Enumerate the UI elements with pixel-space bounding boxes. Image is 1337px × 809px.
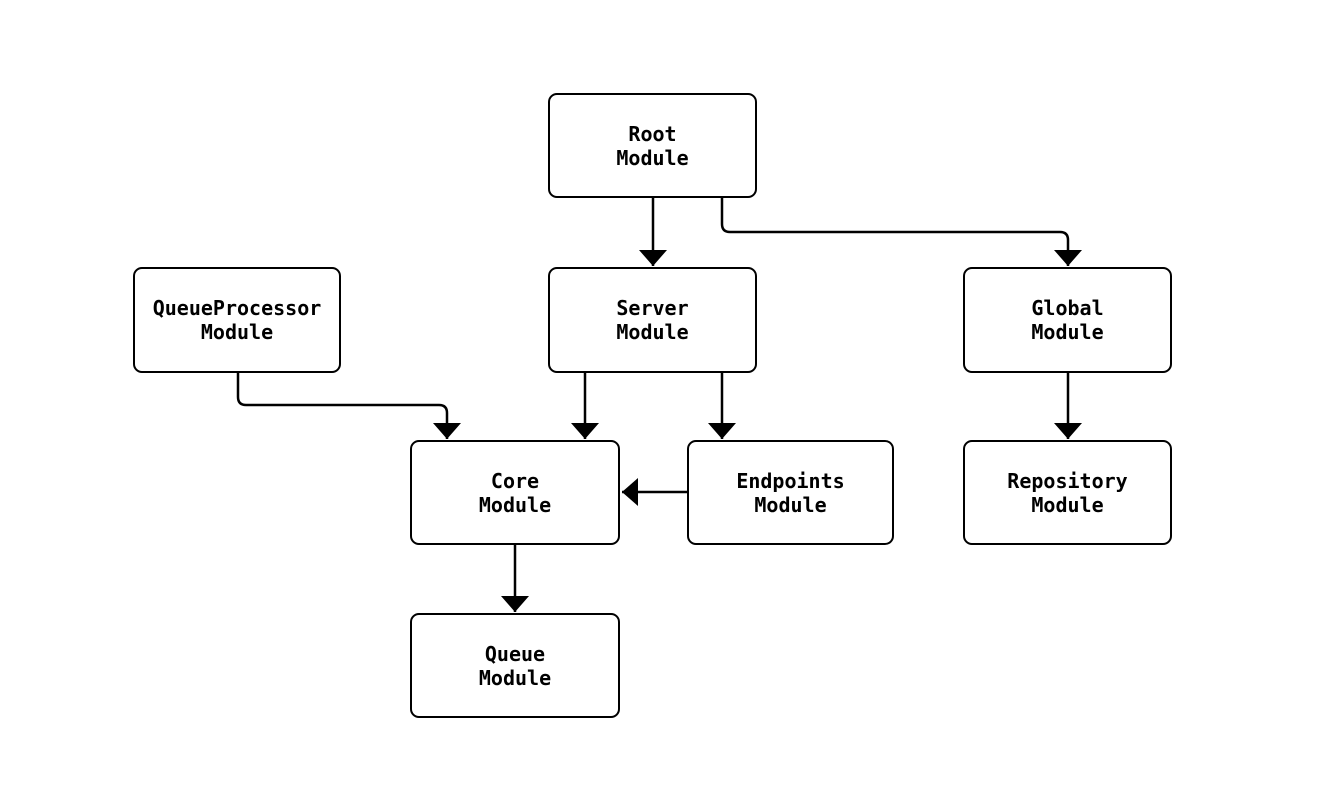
node-queueprocessor-module: QueueProcessor Module (133, 267, 341, 373)
node-queue-module: Queue Module (410, 613, 620, 718)
node-label-core: Core Module (478, 468, 552, 517)
node-label-queue: Queue Module (478, 641, 552, 690)
node-repository-module: Repository Module (963, 440, 1172, 545)
node-label-server: Server Module (616, 296, 689, 344)
node-server-module: Server Module (548, 267, 757, 373)
node-label-endpoints: Endpoints Module (736, 468, 845, 517)
node-endpoints-module: Endpoints Module (687, 440, 894, 545)
edge-root-to-global (720, 198, 1082, 266)
edge-queueprocessor-to-core (236, 373, 461, 439)
node-label-repository: Repository Module (1007, 468, 1128, 517)
node-core-module: Core Module (410, 440, 620, 545)
node-label-queueprocessor: QueueProcessor Module (152, 296, 322, 344)
node-label-global: Global Module (1031, 296, 1104, 344)
node-global-module: Global Module (963, 267, 1172, 373)
node-label-root: Root Module (616, 121, 689, 170)
node-root-module: Root Module (548, 93, 757, 198)
